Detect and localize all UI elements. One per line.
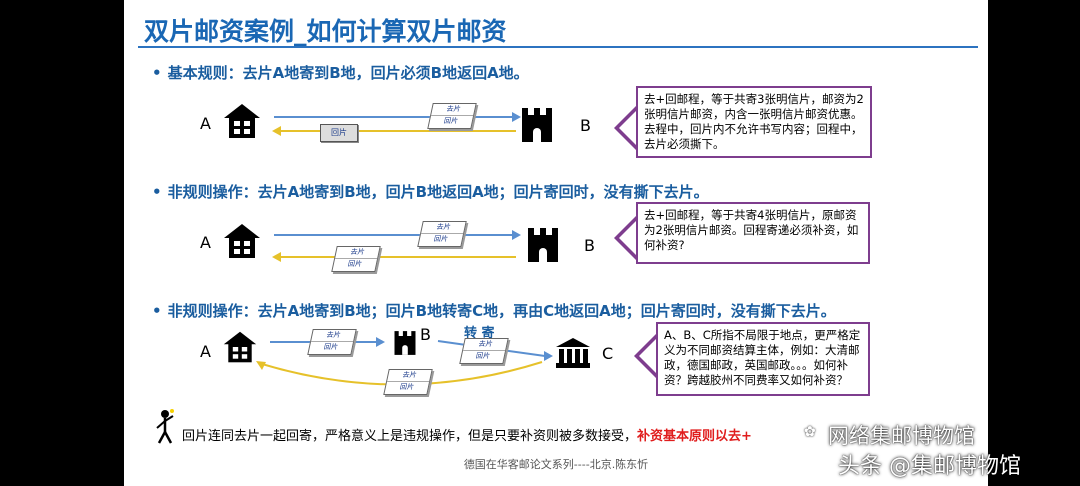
postcard-pair: 去片回片 bbox=[417, 221, 467, 247]
label-a: A bbox=[200, 233, 211, 252]
house-icon bbox=[224, 224, 260, 258]
bullet-irregular-1-text: 非规则操作：去片A地寄到B地，回片B地返回A地；回片寄回时，没有撕下去片。 bbox=[167, 183, 709, 201]
postcard-pair-return: 去片回片 bbox=[383, 369, 433, 395]
bullet-basic-rule-text: 基本规则：去片A地寄到B地，回片必须B地返回A地。 bbox=[167, 64, 529, 82]
label-b: B bbox=[420, 325, 431, 344]
watermark-line1: 网络集邮博物馆 bbox=[828, 424, 975, 448]
reply-card: 回片 bbox=[320, 124, 358, 142]
label-a: A bbox=[200, 114, 211, 133]
arrow-right-icon bbox=[512, 112, 521, 122]
note-text: 回片连同去片一起回寄，严格意义上是违规操作，但是只要补资则被多数接受， bbox=[182, 429, 638, 444]
postcard-pair: 去片回片 bbox=[307, 329, 357, 355]
transfer-label: 转 寄 bbox=[464, 326, 495, 341]
bullet-irregular-1: •非规则操作：去片A地寄到B地，回片B地返回A地；回片寄回时，没有撕下去片。 bbox=[152, 183, 709, 201]
credit: 德国在华客邮论文系列----北京.陈东忻 bbox=[463, 458, 649, 471]
label-a: A bbox=[200, 342, 211, 361]
person-icon bbox=[156, 409, 174, 444]
arrow-left-icon bbox=[272, 252, 281, 262]
label-b: B bbox=[580, 116, 591, 135]
title-divider bbox=[138, 46, 978, 48]
bank-icon bbox=[556, 338, 590, 368]
bullet-irregular-2: •非规则操作：去片A地寄到B地；回片B地转寄C地，再由C地返回A地；回片寄回时，… bbox=[152, 302, 836, 320]
house-icon bbox=[224, 104, 260, 138]
label-c: C bbox=[602, 344, 614, 363]
postcard-pair-return: 去片回片 bbox=[331, 246, 381, 272]
callout-irregular-2-text: A、B、C所指不局限于地点，更严格定义为不同邮资结算主体，例如：大清邮政，德国邮… bbox=[656, 322, 870, 396]
arrow-out-line bbox=[274, 116, 514, 118]
arrow-right-icon bbox=[376, 337, 385, 347]
wechat-icon: ✿ bbox=[804, 424, 816, 440]
callout-irregular-1-text: 去+回邮程，等于共寄4张明信片，原邮资为2张明信片邮资。回程寄递必须补资，如何补… bbox=[636, 202, 870, 264]
arrow-right-icon bbox=[512, 230, 521, 240]
watermark-line2: 头条 @集邮博物馆 bbox=[838, 454, 1021, 479]
castle-icon bbox=[522, 108, 552, 142]
page-title: 双片邮资案例_如何计算双片邮资 bbox=[144, 17, 507, 46]
arrow-right-icon bbox=[544, 351, 553, 361]
arrow-back-line bbox=[280, 256, 516, 258]
bullet-basic-rule: •基本规则：去片A地寄到B地，回片必须B地返回A地。 bbox=[152, 64, 529, 82]
postcard-pair: 去片回片 bbox=[427, 103, 477, 129]
bullet-irregular-2-text: 非规则操作：去片A地寄到B地；回片B地转寄C地，再由C地返回A地；回片寄回时，没… bbox=[167, 302, 836, 320]
note-highlight: 补资基本原则以去+ bbox=[637, 429, 752, 444]
house-icon bbox=[223, 331, 257, 363]
label-b: B bbox=[584, 236, 595, 255]
note: 回片连同去片一起回寄，严格意义上是违规操作，但是只要补资则被多数接受，补资基本原… bbox=[182, 425, 752, 444]
castle-icon bbox=[528, 228, 558, 262]
arrow-left-icon bbox=[272, 126, 281, 136]
castle-icon bbox=[394, 331, 416, 355]
slide: 双片邮资案例_如何计算双片邮资 •基本规则：去片A地寄到B地，回片必须B地返回A… bbox=[124, 0, 988, 486]
arrow-back-line bbox=[280, 130, 516, 132]
arrow-out-line bbox=[274, 234, 514, 236]
callout-basic-text: 去+回邮程，等于共寄3张明信片，邮资为2张明信片邮资，内含一张明信片邮资优惠。去… bbox=[636, 86, 872, 158]
